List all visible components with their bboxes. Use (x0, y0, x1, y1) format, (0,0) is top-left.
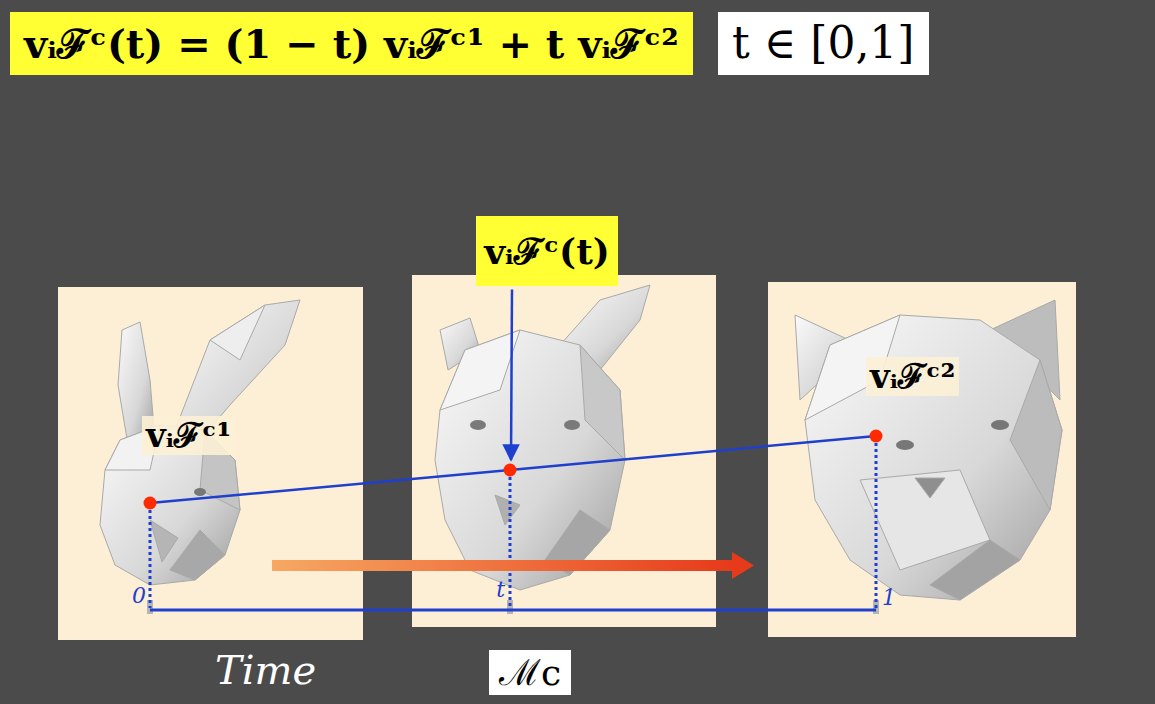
time-arrow (272, 552, 754, 579)
timeline (507, 600, 513, 614)
vertex-path (150, 436, 876, 503)
cat-model (1010, 360, 1062, 510)
vertex-label: vᵢℱᶜ(t) (484, 231, 610, 272)
panel-ground (768, 282, 1076, 637)
formula-box: vᵢℱᶜ(t) = (1 − t) vᵢℱᶜ¹ + t vᵢℱᶜ² (10, 12, 693, 75)
timeline (150, 609, 876, 612)
manifold-box: ℳc (489, 650, 571, 695)
formula-text: vᵢℱᶜ(t) = (1 − t) vᵢℱᶜ¹ + t vᵢℱᶜ² (24, 21, 679, 67)
timeline (147, 443, 879, 614)
vertex-dot (504, 464, 517, 477)
panel-ground (412, 275, 716, 627)
cat-model (896, 440, 914, 450)
timeline (149, 510, 152, 608)
callout-arrow (511, 289, 512, 460)
morph-model (580, 345, 625, 460)
cat-model (795, 300, 1062, 600)
vertex-dot (144, 497, 157, 510)
axis-tick-label: 0 (132, 584, 146, 608)
cat-model (930, 540, 1020, 600)
range-text: t ∈ [0,1] (732, 18, 915, 69)
vertex-dot (144, 430, 883, 510)
time-arrow (732, 552, 754, 579)
vertex-path (150, 436, 876, 503)
timeline (875, 443, 878, 608)
cat-model (805, 315, 1062, 600)
cat-model (915, 478, 945, 498)
timeline (509, 477, 512, 608)
bunny-model (150, 520, 178, 562)
bunny-model (210, 305, 265, 360)
time-arrow (272, 560, 734, 571)
range-box: t ∈ [0,1] (718, 12, 929, 75)
morph-model (435, 330, 625, 590)
axis-tick-label: 1 (882, 586, 896, 610)
axis-tick-label: t (496, 578, 505, 602)
panel-ground (58, 287, 363, 640)
bunny-model (100, 300, 300, 585)
model-panel: vᵢℱᶜ² (768, 282, 1076, 637)
vertex-label: vᵢℱᶜ¹ (142, 416, 235, 455)
cat-model (991, 420, 1009, 430)
bunny-model (170, 530, 225, 580)
manifold-text: ℳc (499, 652, 561, 693)
morph-model (440, 330, 520, 410)
vertex-label: vᵢℱᶜ² (866, 357, 959, 396)
axis-title: Time (215, 648, 316, 692)
callout-box: vᵢℱᶜ(t) (476, 216, 618, 286)
morph-model (564, 420, 580, 430)
morph-model (495, 495, 520, 525)
morph-model (435, 285, 650, 590)
bunny-model (194, 488, 206, 496)
vertex-dot (870, 430, 883, 443)
morph-model (470, 420, 486, 430)
model-panel: vᵢℱᶜ¹ (58, 287, 363, 640)
